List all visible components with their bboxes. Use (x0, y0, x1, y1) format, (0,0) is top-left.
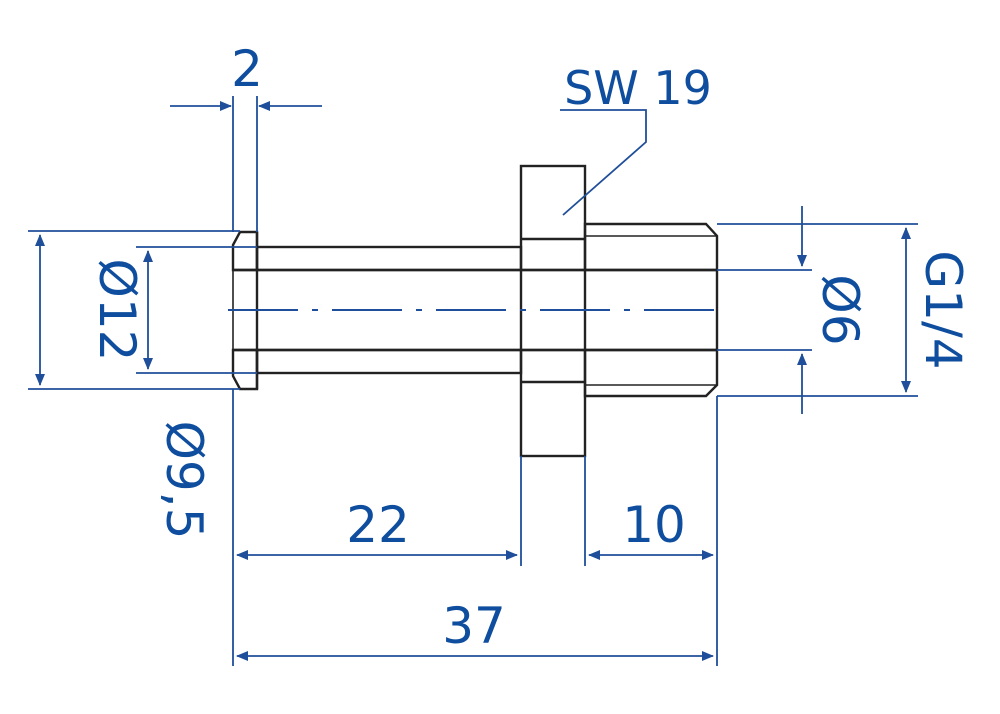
label-wrench-size: SW 19 (564, 61, 712, 115)
label-thread-length: 10 (622, 496, 686, 554)
label-bore-diameter: Ø6 (811, 274, 869, 345)
flange-bottom (231, 348, 259, 391)
dimension-lines (28, 96, 918, 666)
thread-top (583, 222, 719, 272)
label-flange-thickness: 2 (231, 40, 263, 98)
fitting-section (228, 164, 722, 458)
label-inner-diameter: Ø9,5 (155, 421, 213, 540)
flange-top (231, 230, 259, 272)
shaft-wall-top (255, 245, 523, 272)
hex-nut-bottom (519, 348, 587, 458)
label-outer-diameter: Ø12 (88, 259, 146, 362)
shaft-wall-bottom (255, 348, 523, 375)
label-thread: G1/4 (914, 250, 972, 369)
dimension-labels: 2 SW 19 Ø12 Ø9,5 Ø6 G1/4 22 10 37 (88, 40, 972, 655)
thread-bottom (583, 348, 719, 398)
hex-nut-top (519, 164, 587, 272)
label-total-length: 37 (442, 597, 506, 655)
label-shaft-length: 22 (346, 496, 410, 554)
